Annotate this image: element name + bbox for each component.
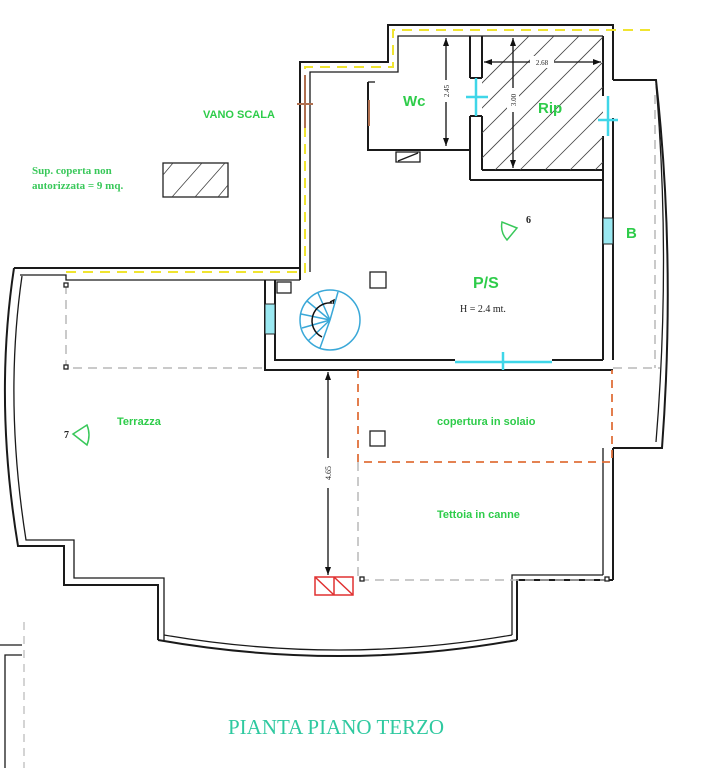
viewpoint-6-icon: 6 bbox=[500, 215, 531, 242]
ps-room-walls bbox=[14, 267, 613, 371]
ps-east-window bbox=[602, 217, 614, 245]
copertura-dashed bbox=[357, 370, 613, 463]
viewpoint-7-icon: 7 bbox=[64, 423, 90, 447]
vano-scala-door bbox=[297, 75, 313, 128]
wc-step bbox=[395, 151, 421, 163]
spiral-staircase bbox=[299, 289, 361, 351]
room-label-ps: P/S bbox=[473, 275, 499, 292]
dimension-rip-height: 3.00 bbox=[507, 38, 519, 168]
dimension-rip-width: 2.68 bbox=[484, 56, 601, 68]
note-sup-coperta-line2: autorizzata = 9 mq. bbox=[32, 180, 123, 192]
svg-text:7: 7 bbox=[64, 430, 69, 441]
service-block-walls bbox=[299, 24, 614, 360]
svg-text:4.65: 4.65 bbox=[324, 466, 333, 480]
svg-text:6: 6 bbox=[526, 215, 531, 226]
svg-text:3.00: 3.00 bbox=[510, 93, 518, 106]
ps-height-note: H = 2.4 mt. bbox=[460, 304, 506, 315]
red-marker bbox=[314, 576, 354, 596]
svg-text:2.45: 2.45 bbox=[443, 84, 451, 97]
dimension-wc-height: 2.45 bbox=[440, 38, 452, 146]
pillar-ps bbox=[369, 271, 387, 289]
room-label-terrazza: Terrazza bbox=[117, 416, 162, 428]
terrazza-pergola-dashed bbox=[65, 285, 265, 369]
sup-coperta-box bbox=[162, 162, 229, 198]
ps-west-window bbox=[264, 303, 276, 335]
label-vano-scala: VANO SCALA bbox=[203, 109, 275, 121]
dimension-terrace-depth: 4.65 bbox=[321, 372, 335, 575]
room-label-rip: Rip bbox=[538, 100, 562, 117]
plan-title: PIANTA PIANO TERZO bbox=[228, 715, 444, 739]
svg-text:2.68: 2.68 bbox=[536, 59, 549, 67]
label-copertura-solaio: copertura in solaio bbox=[437, 416, 536, 428]
tettoia-dashed bbox=[357, 462, 608, 581]
pillar-copertura bbox=[369, 430, 386, 447]
ps-south-window bbox=[455, 352, 552, 370]
rip-east-window bbox=[598, 96, 618, 136]
room-label-b: B bbox=[626, 225, 637, 242]
label-tettoia-canne: Tettoia in canne bbox=[437, 509, 520, 521]
note-sup-coperta-line1: Sup. coperta non bbox=[32, 165, 112, 177]
adjacent-building-partial bbox=[0, 622, 25, 768]
wc-rip-window bbox=[466, 78, 488, 116]
balcony-b-walls bbox=[602, 79, 669, 580]
room-label-wc: Wc bbox=[403, 93, 426, 110]
yellow-dashed-outline bbox=[66, 29, 650, 273]
